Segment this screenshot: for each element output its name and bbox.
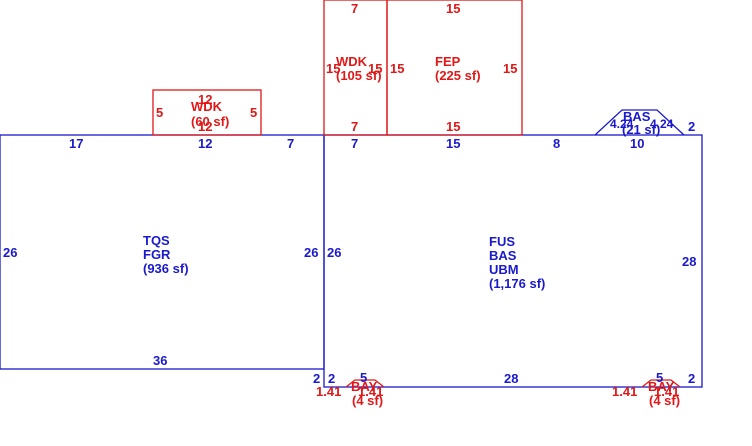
dim-wdk-small-top: 12 [198, 92, 212, 107]
dim-wdk-small-bottom: 12 [198, 119, 212, 134]
dim-bottom-left-5: 5 [360, 370, 367, 385]
bay-right-diag: 1.41 [612, 384, 637, 399]
dim-fep-top: 15 [446, 1, 460, 16]
dim-wdk-tall-bottom: 7 [351, 119, 358, 134]
garage-code-1: TQS [143, 233, 170, 248]
dim-house-top-left: 7 [351, 136, 358, 151]
wdk-small-code: WDK [191, 99, 223, 114]
fep-area: (225 sf) [435, 68, 481, 83]
dim-fep-right: 15 [503, 61, 517, 76]
dim-garage-top-mid: 12 [198, 136, 212, 151]
dim-bottom-left-2b: 2 [328, 371, 335, 386]
dim-garage-left: 26 [3, 245, 17, 260]
house-area: (1,176 sf) [489, 276, 545, 291]
dim-fep-bottom: 15 [446, 119, 460, 134]
bay-left-code: BAY [351, 379, 378, 394]
bas-bay-dims-2: 4.24 [650, 117, 674, 131]
dim-bottom-left-2: 2 [313, 371, 320, 386]
bas-bay-area: (21 sf) [622, 122, 660, 137]
dim-garage-top-left: 17 [69, 136, 83, 151]
wdk-tall-code: WDK [336, 54, 368, 69]
dim-house-left: 26 [327, 245, 341, 260]
dim-house-right-top: 2 [688, 119, 695, 134]
bay-left-outline [345, 379, 385, 388]
addon-structures [152, 0, 681, 388]
bay-left-area: (4 sf) [352, 393, 383, 408]
bas-bay-labels: BAS 4.24 4.24 (21 sf) [610, 109, 674, 137]
wdk-tall-area: (105 sf) [336, 68, 382, 83]
house-labels: FUS BAS UBM (1,176 sf) 26 7 15 8 10 2 28… [313, 119, 696, 386]
garage-code-2: FGR [143, 247, 171, 262]
bas-bay-dims: 4.24 [610, 117, 634, 131]
garage-area: (936 sf) [143, 261, 189, 276]
dim-wdk-tall-right: 15 [368, 61, 382, 76]
dim-house-right: 28 [682, 254, 696, 269]
wdk-small-outline [152, 89, 262, 136]
dim-house-top-right: 8 [553, 136, 560, 151]
house-code-3: UBM [489, 262, 519, 277]
dim-wdk-tall-left: 15 [326, 61, 340, 76]
house-code-1: FUS [489, 234, 515, 249]
addon-labels: WDK (60 sf) 12 12 5 5 WDK (105 sf) 7 7 1… [156, 1, 680, 408]
bay-right-diag-2: 1.41 [654, 384, 679, 399]
dim-house-top-bay: 10 [630, 136, 644, 151]
house-code-2: BAS [489, 248, 517, 263]
dim-garage-top-right: 7 [287, 136, 294, 151]
bas-bay-outline [594, 109, 685, 136]
dim-bottom-right-5: 5 [656, 370, 663, 385]
dim-garage-right: 26 [304, 245, 318, 260]
dim-house-top-mid: 15 [446, 136, 460, 151]
bay-left-diag-2: 1.41 [358, 384, 383, 399]
dim-garage-bottom: 36 [153, 353, 167, 368]
main-structures [0, 109, 703, 388]
bas-bay-code: BAS [623, 109, 651, 124]
bay-right-area: (4 sf) [649, 393, 680, 408]
dim-wdk-small-left: 5 [156, 105, 163, 120]
garage-labels: TQS FGR (936 sf) 17 12 7 26 26 36 [3, 136, 318, 368]
fep-outline [386, 0, 523, 136]
dim-house-bottom: 28 [504, 371, 518, 386]
fep-code: FEP [435, 54, 461, 69]
dim-fep-left: 15 [390, 61, 404, 76]
dim-wdk-tall-top: 7 [351, 1, 358, 16]
wdk-small-area: (60 sf) [191, 114, 229, 129]
bay-right-code: BAY [648, 379, 675, 394]
bay-right-outline [641, 379, 681, 388]
bay-left-diag: 1.41 [316, 384, 341, 399]
dim-bottom-right-2: 2 [688, 371, 695, 386]
dim-wdk-small-right: 5 [250, 105, 257, 120]
